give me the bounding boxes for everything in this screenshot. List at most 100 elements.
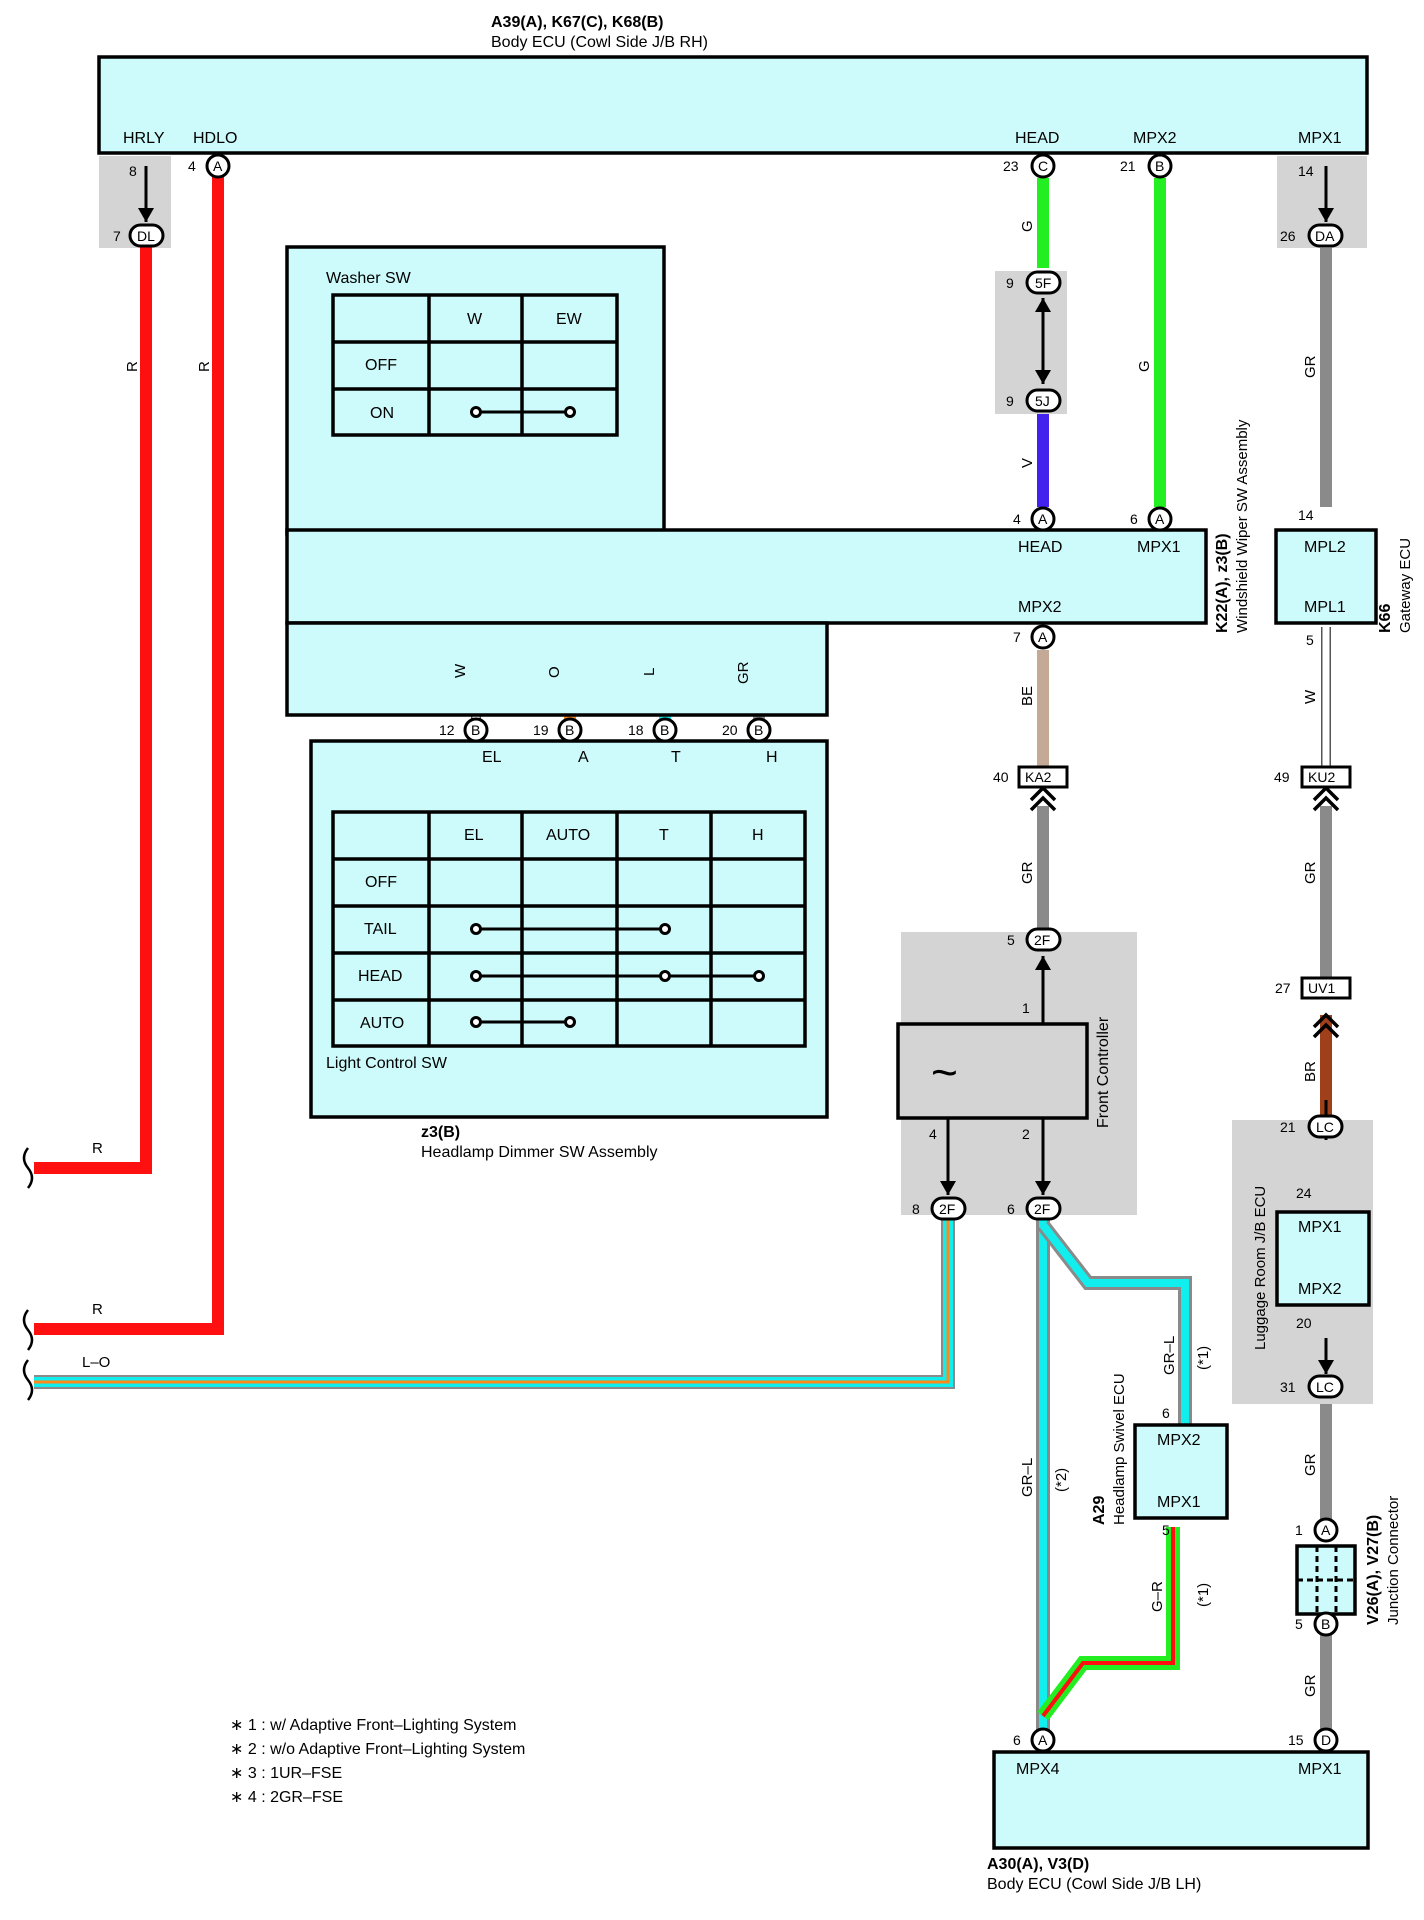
terminal-hrly: HRLY (123, 130, 165, 147)
svg-text:20: 20 (722, 722, 738, 738)
pin-a-b: B (557, 717, 583, 743)
svg-text:6: 6 (1130, 511, 1138, 527)
svg-text:D: D (1321, 1732, 1331, 1748)
svg-text:A: A (1155, 511, 1165, 527)
luggage-mpx1: MPX1 (1298, 1219, 1342, 1236)
pin-junction-a: A (1313, 1517, 1339, 1543)
svg-text:5: 5 (1306, 632, 1314, 648)
svg-text:G–R: G–R (1149, 1581, 1166, 1612)
washer-row-off: OFF (365, 357, 397, 374)
swivel-name: Headlamp Swivel ECU (1111, 1373, 1128, 1525)
svg-text:14: 14 (1298, 507, 1314, 523)
svg-text:R: R (124, 361, 141, 372)
light-contacts (470, 923, 765, 1028)
svg-text:BE: BE (1019, 686, 1036, 706)
svg-text:GR: GR (1302, 1674, 1319, 1697)
light-col-auto: AUTO (546, 827, 590, 844)
body-ecu-lh-mpx1: MPX1 (1298, 1761, 1342, 1778)
svg-text:9: 9 (1006, 275, 1014, 291)
footnote-3: ∗ 3 : 1UR–FSE (230, 1765, 342, 1782)
washer-sw-table (331, 293, 619, 437)
svg-text:(*2): (*2) (1053, 1468, 1070, 1492)
footnote-4: ∗ 4 : 2GR–FSE (230, 1789, 343, 1806)
svg-text:31: 31 (1280, 1379, 1296, 1395)
junction-name: Junction Connector (1385, 1496, 1402, 1625)
svg-text:24: 24 (1296, 1185, 1312, 1201)
svg-text:GR: GR (1302, 1453, 1319, 1476)
svg-text:14: 14 (1298, 163, 1314, 179)
svg-text:C: C (1038, 158, 1048, 174)
svg-text:21: 21 (1120, 158, 1136, 174)
pin-2f-6: 2F (1025, 1196, 1062, 1221)
wiper-mpx2-label: MPX2 (1018, 599, 1062, 616)
body-ecu-lh-mpx4: MPX4 (1016, 1761, 1060, 1778)
svg-text:5: 5 (1162, 1522, 1170, 1538)
footnotes: ∗ 1 : w/ Adaptive Front–Lighting System … (230, 1717, 525, 1806)
swivel-mpx2: MPX2 (1157, 1432, 1201, 1449)
footnote-1: ∗ 1 : w/ Adaptive Front–Lighting System (230, 1717, 516, 1734)
svg-text:R: R (92, 1140, 103, 1157)
light-row-auto: AUTO (360, 1015, 404, 1032)
pin-t-b: B (652, 717, 678, 743)
pin-wiper-head-a: A (1030, 506, 1056, 532)
pin-dl: DL (128, 223, 165, 248)
pin-lh-a: A (1030, 1727, 1056, 1753)
svg-text:G: G (1136, 360, 1153, 372)
body-ecu-lh-code: A30(A), V3(D) (987, 1856, 1089, 1873)
wiper-sw-code: K22(A), z3(B) (1214, 533, 1231, 633)
svg-text:7: 7 (1013, 629, 1021, 645)
svg-text:GR: GR (735, 661, 752, 684)
pin-5j: 5J (1025, 388, 1062, 413)
svg-text:W: W (1302, 689, 1319, 704)
luggage-room-box (1275, 1210, 1371, 1307)
wiper-head-label: HEAD (1018, 539, 1062, 556)
body-ecu-rh-code: A39(A), K67(C), K68(B) (491, 14, 663, 31)
pin-lc-21: LC (1307, 1114, 1344, 1139)
terminal-head-rh: HEAD (1015, 130, 1059, 147)
pin-2f-5: 2F (1025, 927, 1062, 952)
pin-head-c: C (1030, 153, 1056, 179)
light-row-off: OFF (365, 874, 397, 891)
svg-text:5F: 5F (1035, 275, 1051, 291)
washer-col-ew: EW (556, 311, 583, 328)
svg-text:B: B (660, 722, 669, 738)
gateway-name: Gateway ECU (1397, 538, 1414, 633)
swivel-code: A29 (1091, 1496, 1108, 1525)
svg-text:LC: LC (1316, 1379, 1334, 1395)
svg-text:18: 18 (628, 722, 644, 738)
pin-junction-b: B (1313, 1611, 1339, 1637)
terminal-mpx2-rh: MPX2 (1133, 130, 1177, 147)
luggage-mpx2: MPX2 (1298, 1281, 1342, 1298)
terminal-mpx1-rh: MPX1 (1298, 130, 1342, 147)
svg-text:A: A (1321, 1522, 1331, 1538)
pin-wiper-mpx2-a: A (1030, 624, 1056, 650)
svg-text:W: W (452, 663, 469, 678)
light-row-head: HEAD (358, 968, 402, 985)
pin-ka2: KA2 (1017, 765, 1069, 789)
svg-text:L: L (641, 668, 658, 676)
svg-text:2F: 2F (1034, 932, 1050, 948)
svg-text:12: 12 (439, 722, 455, 738)
svg-text:7: 7 (113, 228, 121, 244)
luggage-name: Luggage Room J/B ECU (1252, 1186, 1269, 1350)
svg-text:2: 2 (1022, 1126, 1030, 1142)
svg-text:GR: GR (1302, 861, 1319, 884)
front-controller-symbol: ~ (931, 1046, 958, 1098)
pin-numbers: 8 7 4 23 21 14 26 9 9 4 6 14 7 5 12 19 1… (113, 158, 1314, 1748)
wire-r-hdlo (34, 166, 224, 1335)
svg-text:B: B (1321, 1616, 1330, 1632)
svg-text:4: 4 (188, 158, 196, 174)
svg-text:(*1): (*1) (1195, 1583, 1212, 1607)
wiper-sw-box (285, 528, 1208, 625)
pin-da: DA (1307, 223, 1344, 248)
dimmer-sw-code: z3(B) (421, 1124, 460, 1141)
wire-gr-l-swivel (1037, 1220, 1192, 1425)
svg-text:R: R (196, 361, 213, 372)
svg-text:DL: DL (137, 228, 155, 244)
light-term-a: A (578, 749, 589, 766)
pin-uv1: UV1 (1300, 976, 1352, 1000)
svg-text:LC: LC (1316, 1119, 1334, 1135)
wire-l-o (34, 1219, 955, 1389)
body-ecu-lh-name: Body ECU (Cowl Side J/B LH) (987, 1876, 1201, 1893)
